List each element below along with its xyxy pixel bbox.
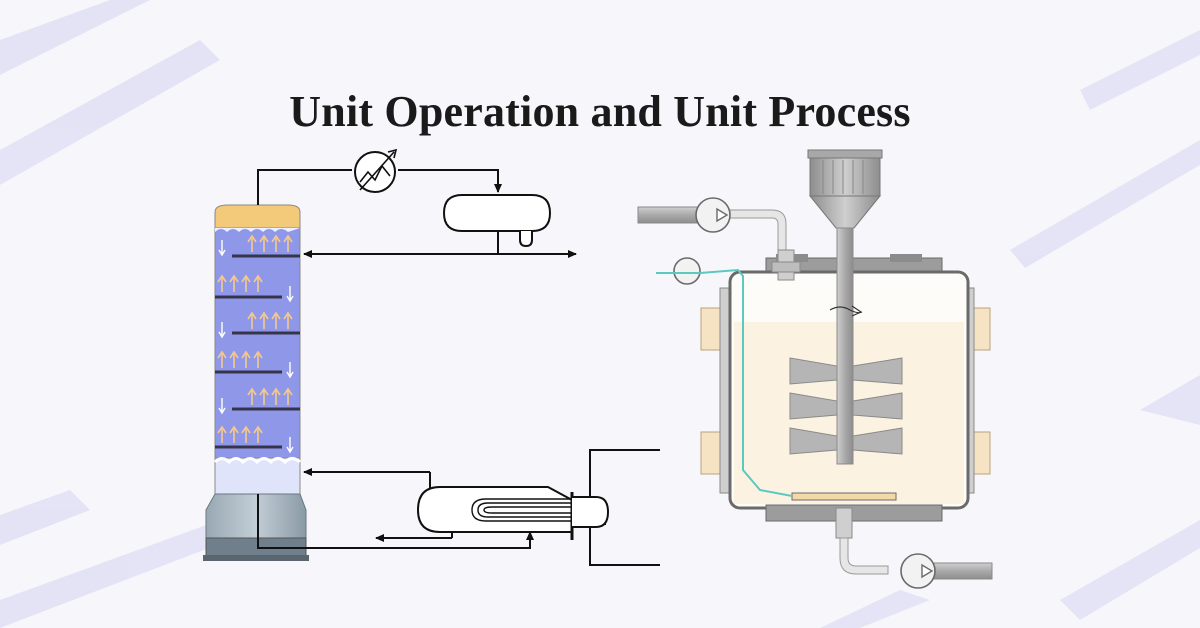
column-trays [215,254,300,449]
outlet-pump-icon [900,553,936,589]
inlet-pump-icon [695,197,731,233]
feed-hopper [807,149,883,229]
kettle-reboiler [416,486,610,540]
vapor-arrows [217,234,293,443]
reflux-drum [442,194,552,248]
condenser-heat-exchanger [354,148,398,193]
agitator-impeller [789,227,903,465]
distillation-column [203,204,309,561]
overhead-vapor-line [257,169,502,205]
page-title: Unit Operation and Unit Process [289,87,911,136]
reflux-lines [303,231,577,258]
reboiler-lines [257,449,660,566]
outlet-pipe [835,507,993,580]
liquid-down-arrows [218,240,294,454]
cooling-coil [656,268,793,497]
coil-inlet-valve-icon [673,257,701,285]
feed-nozzle [771,249,801,281]
